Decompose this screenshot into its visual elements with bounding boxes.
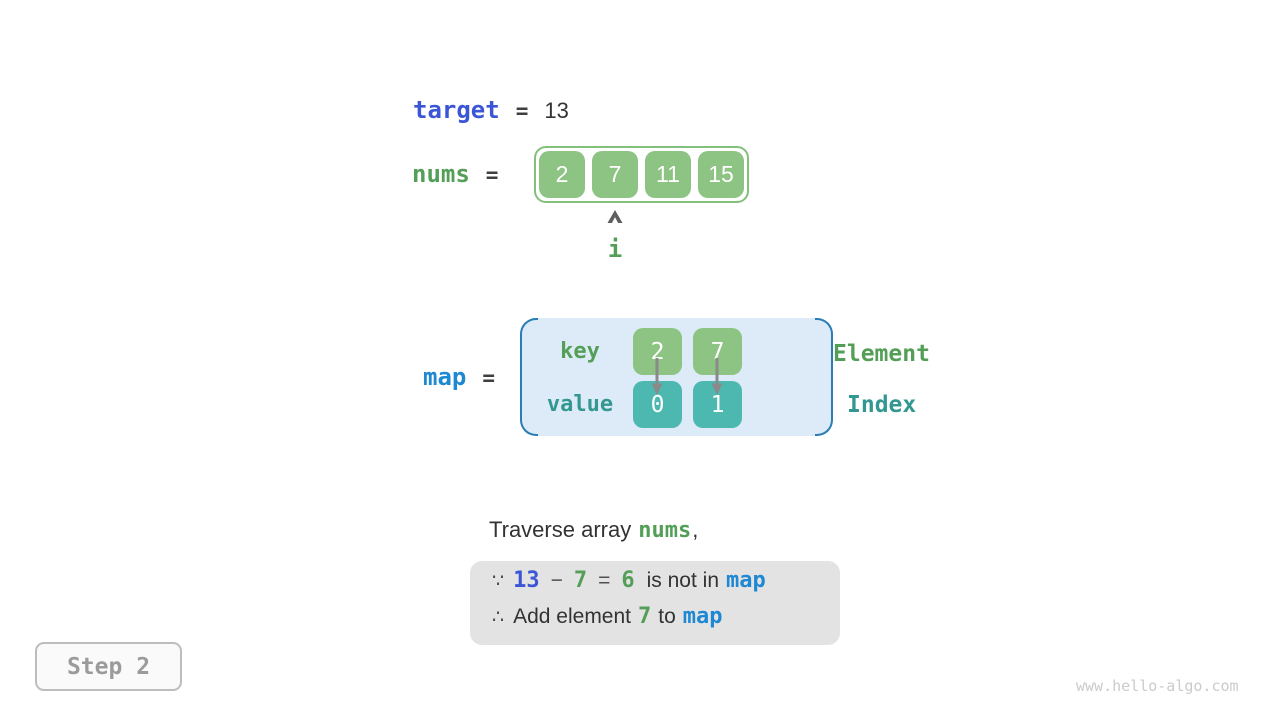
element-side-label: Element — [833, 341, 930, 367]
map-key-cell: 7 — [693, 328, 742, 375]
because-symbol: ∵ — [492, 571, 505, 592]
target-assignment: target = 13 — [413, 96, 569, 124]
nums-equals-sign: = — [485, 163, 499, 187]
map-assignment: map = — [423, 363, 495, 391]
nums-array: 2 7 11 15 — [534, 146, 749, 203]
note-line2-text-before: Add element — [513, 605, 632, 628]
nums-label: nums — [412, 160, 470, 188]
step-badge-label: Step 2 — [66, 653, 151, 680]
note-difference: 6 — [621, 568, 635, 593]
map-key-row-label: key — [560, 339, 600, 364]
nums-array-cell: 2 — [539, 151, 585, 198]
index-side-label: Index — [847, 392, 917, 418]
map-label: map — [423, 363, 467, 391]
map-equals-sign: = — [482, 366, 496, 390]
index-pointer-label: i — [607, 235, 623, 263]
explanation-note-box: ∵ 13 − 7 = 6 is not in map ∴ Add element… — [470, 561, 840, 645]
nums-array-cell: 7 — [592, 151, 638, 198]
target-value: 13 — [544, 98, 569, 123]
note-map-ref: map — [682, 604, 723, 629]
map-key-cell: 2 — [633, 328, 682, 375]
key-to-value-arrow-icon — [651, 358, 663, 395]
caption-text: Traverse array nums , — [489, 517, 698, 543]
nums-assignment: nums = — [412, 160, 498, 188]
equals-sign: = — [598, 569, 611, 592]
note-current-element: 7 — [573, 568, 588, 593]
target-label: target — [413, 96, 500, 124]
caption-prefix: Traverse array — [489, 517, 632, 542]
caret-up-icon — [607, 210, 623, 223]
watermark-text: www.hello-algo.com — [1076, 677, 1239, 695]
nums-array-cell: 15 — [698, 151, 744, 198]
caption-suffix: , — [692, 517, 699, 542]
note-line1-text: is not in — [646, 569, 719, 592]
step-badge: Step 2 — [35, 642, 182, 691]
map-container: key value 2 7 0 1 — [520, 318, 833, 436]
note-line-1: ∵ 13 − 7 = 6 is not in map — [492, 568, 840, 604]
minus-sign: − — [550, 569, 563, 592]
note-line-2: ∴ Add element 7 to map — [492, 604, 840, 640]
nums-array-cell: 11 — [645, 151, 691, 198]
therefore-symbol: ∴ — [492, 607, 505, 628]
map-bracket-right — [815, 318, 833, 436]
caption-nums-ref: nums — [638, 518, 692, 543]
note-line2-text-between: to — [658, 605, 676, 628]
key-to-value-arrow-icon — [711, 358, 723, 395]
note-target-value: 13 — [513, 568, 540, 593]
map-value-row-label: value — [546, 392, 614, 417]
note-added-element: 7 — [638, 604, 652, 629]
target-equals-sign: = — [515, 99, 529, 123]
note-map-ref: map — [726, 568, 766, 593]
